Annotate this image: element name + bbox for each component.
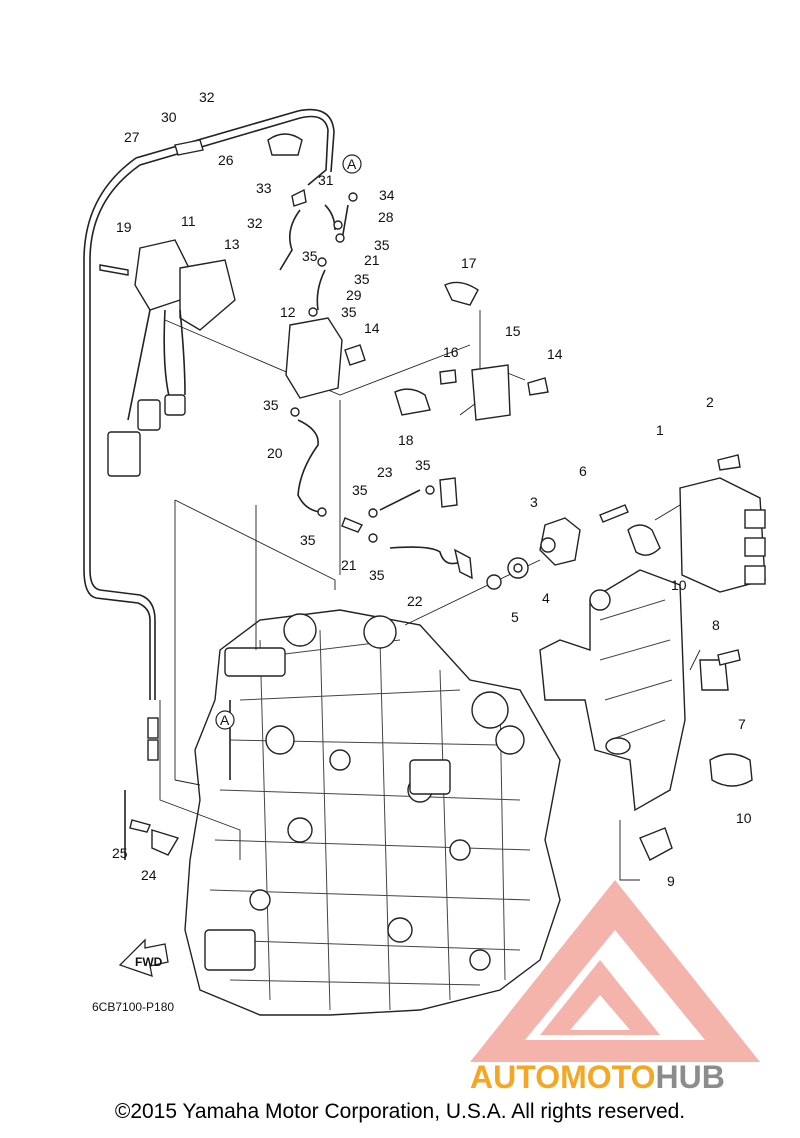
watermark-brand-part1: AUTOMOTO	[470, 1059, 655, 1095]
mount-bracket	[539, 517, 581, 566]
drawing-code: 6CB7100-P180	[92, 1000, 174, 1014]
callout-17: 17	[461, 255, 477, 271]
callout-21b: 21	[341, 557, 357, 573]
callout-14: 14	[364, 320, 380, 336]
engine-block	[184, 609, 561, 1016]
callout-11: 11	[181, 213, 196, 229]
callout-19: 19	[116, 219, 132, 235]
callout-35b: 35	[302, 248, 318, 264]
callout-35g: 35	[352, 482, 368, 498]
callout-12: 12	[280, 304, 296, 320]
callout-10b: 10	[736, 810, 752, 826]
callout-32: 32	[199, 89, 215, 105]
wire-harness	[107, 239, 236, 477]
reference-marker-label: A	[220, 712, 230, 728]
callout-35e: 35	[263, 397, 279, 413]
reference-marker-label: A	[347, 156, 357, 172]
reference-marker-top: A	[342, 154, 362, 174]
clamps	[151, 133, 753, 861]
watermark-text: AUTOMOTOHUB	[470, 1059, 725, 1095]
valve-bracket	[394, 281, 511, 421]
callout-35d: 35	[341, 304, 357, 320]
callout-6: 6	[579, 463, 587, 479]
watermark-brand-part2: HUB	[655, 1059, 724, 1095]
callout-9: 9	[667, 873, 675, 889]
hose-lines	[83, 108, 466, 860]
callout-8: 8	[712, 617, 720, 633]
callout-20: 20	[267, 445, 283, 461]
callout-35c: 35	[354, 271, 370, 287]
watermark-logo	[470, 880, 760, 1062]
callout-22: 22	[407, 593, 423, 609]
reference-marker-bottom: A	[215, 710, 235, 730]
rubber-grommet	[486, 557, 529, 590]
callout-14b: 14	[547, 346, 563, 362]
svg-text:AUTOMOTOHUB: AUTOMOTOHUB	[470, 1059, 725, 1095]
callout-24: 24	[141, 867, 157, 883]
callout-4: 4	[542, 590, 550, 606]
callout-29: 29	[346, 287, 362, 303]
callout-1: 1	[656, 422, 664, 438]
callout-15: 15	[505, 323, 521, 339]
callout-18: 18	[398, 432, 414, 448]
callout-30: 30	[161, 109, 177, 125]
callout-34: 34	[379, 187, 395, 203]
fwd-label: FWD	[135, 955, 163, 969]
callout-3: 3	[530, 494, 538, 510]
callout-13: 13	[224, 236, 240, 252]
copyright-notice: ©2015 Yamaha Motor Corporation, U.S.A. A…	[114, 1100, 686, 1123]
bolts-fittings	[99, 139, 741, 833]
callout-35: 35	[374, 237, 390, 253]
callout-27: 27	[124, 129, 140, 145]
callout-23: 23	[377, 464, 393, 480]
callout-33: 33	[256, 180, 272, 196]
callout-35h: 35	[415, 457, 431, 473]
callout-28: 28	[378, 209, 394, 225]
ecu-module	[679, 477, 766, 593]
callout-35i: 35	[369, 567, 385, 583]
callout-10: 10	[671, 577, 687, 593]
vst-cover	[285, 317, 343, 399]
callout-2: 2	[706, 394, 714, 410]
callout-16: 16	[443, 344, 459, 360]
bracket-assembly	[539, 569, 686, 812]
callout-5: 5	[511, 609, 519, 625]
callout-26: 26	[218, 152, 234, 168]
callout-31: 31	[318, 172, 334, 188]
callout-labels: 1 2 3 4 5 6 7 8 9 10 10 11 12 13 14 14 1…	[92, 89, 752, 1014]
callout-7: 7	[738, 716, 746, 732]
callout-21: 21	[364, 252, 380, 268]
callout-32b: 32	[247, 215, 263, 231]
fwd-arrow-icon: FWD	[118, 938, 169, 977]
callout-35f: 35	[300, 532, 316, 548]
callout-25: 25	[112, 845, 128, 861]
